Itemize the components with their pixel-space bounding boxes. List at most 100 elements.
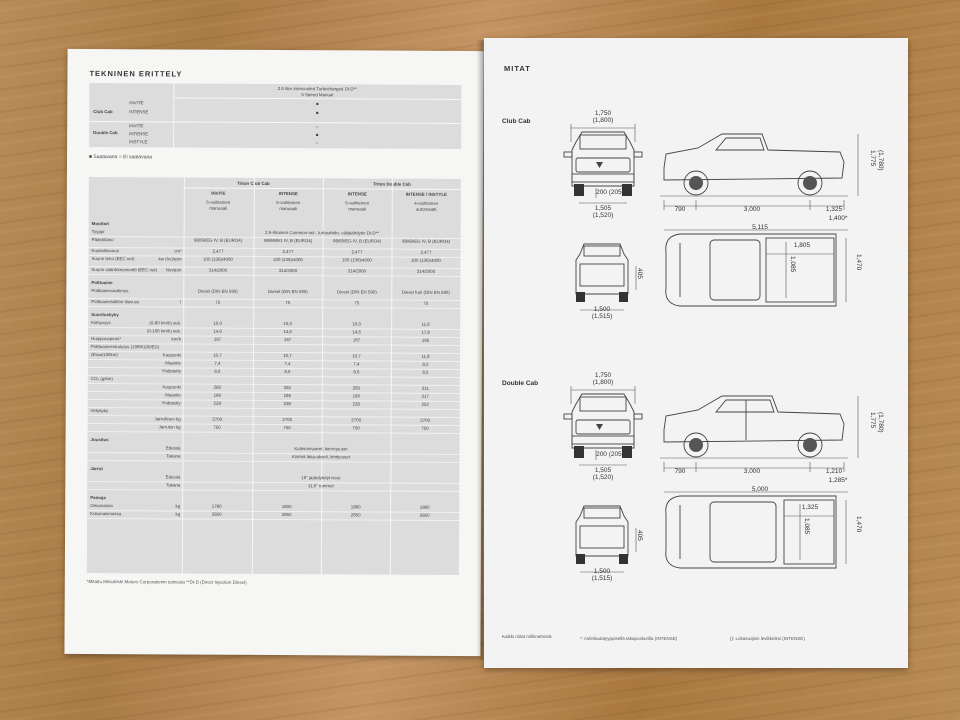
dim-overall-length: 5,000 [751,486,769,493]
row-value: 11,8 [421,353,430,359]
dim-rear-track: 1,500 [593,306,611,313]
club-cab-label: Club Cab [502,118,531,125]
availability-legend: ■ Saatavana ○ Ei saatavana [89,154,153,161]
dim-bed-width: 1,085 [803,518,810,535]
row-value: 98/69/EG IV, B (EURO4) [401,238,451,244]
row-value: 2,477 [212,248,224,254]
column-subheader: 5-vaihteinen [206,199,231,205]
row-value-span: 2.5-litrainen Common-rail , turboahdin, … [265,229,380,236]
column-subheader: 4-vaihteinen [414,200,439,206]
row-value: 314/2000 [416,268,436,274]
row-unit: Kaupunki [162,384,181,390]
row-value: 2850 [350,512,361,518]
column-subheader: 5-vaihteinen [345,200,370,206]
column-header: INTENSE [347,191,367,197]
dim-rear-overhang-alt: 1,400* [828,215,848,222]
row-unit: Edessä [165,445,181,451]
row-unit: Maantie [165,360,181,366]
avail-row-label: INVITE [129,100,144,106]
row-unit: Kaupunki [162,352,181,358]
row-value: 100 (136)/4000 [411,257,441,263]
dim-rear-overhang-alt: 1,285* [828,477,848,484]
row-divider [88,306,461,309]
left-page: TEKNINEN ERITTELY 2.5 litre Intercooled … [64,48,484,657]
avail-mark: ○ [315,124,319,130]
row-value: 2700 [212,416,223,422]
row-unit: Edessä [165,474,181,480]
section-title: Moottori [91,221,110,227]
row-value: 750 [421,425,429,431]
row-value: 75 [285,300,291,306]
dim-width: 1,750 [594,110,612,117]
dim-ground-clearance: 200 (205) [596,451,624,458]
row-label: CO₂ (g/km) [90,376,113,382]
row-value: 167 [213,336,222,342]
row-divider [87,489,460,492]
row-value: 10,7 [352,353,361,359]
avail-mark: ■ [315,110,319,116]
row-value: 98/69/EG IV, B (EURO4) [332,238,382,244]
row-value: 167 [283,337,292,343]
section-title: Painoja [90,495,106,501]
avail-row-label: INTENSE [129,109,149,115]
column-subheader: 5-vaihteinen [276,200,301,206]
dim-wheelbase: 3,000 [743,468,761,475]
row-value: 196 [213,392,221,398]
row-value: 14,6 [283,329,292,335]
row-value: 228 [352,401,360,407]
avail-row-label: INTENSE [129,131,149,137]
dim-wheelbase: 3,000 [743,206,761,213]
page-title: MITAT [504,64,531,73]
column-subheader: manuaali [348,206,367,212]
row-value: 2,477 [420,249,432,255]
avail-group-club: Club Cab [93,109,113,115]
row-value: 100 (136)/4000 [273,256,303,263]
availability-table: 2.5 litre Intercooled Turbocharged DI-D*… [89,83,462,149]
footnote: *Mitattu Mitsubishi Motors Corporationin… [86,579,247,585]
row-value: 2850 [419,512,430,518]
row-value-span: 16" jäähdytetyt levyt [301,475,341,481]
side-view [660,395,859,493]
dim-height: 1,775 [869,150,876,167]
avail-mark: ■ [315,132,319,138]
row-value: 750 [352,425,360,431]
row-value: 750 [283,425,291,431]
dim-width: 1,750 [594,372,612,379]
row-label: Polttoainevaatimus [91,288,129,294]
row-value: 252 [421,401,429,407]
dim-rear-track: 1,500 [593,568,611,575]
dimension-drawing [563,386,859,573]
row-unit: Jarruton kg [158,424,181,430]
row-value: 165 [421,337,430,343]
row-value: 1805 [281,504,292,510]
rear-view [575,243,637,311]
row-unit: Maantie [165,392,181,398]
row-value: 2700 [351,417,362,423]
row-unit: km/h [171,336,182,342]
row-value: 196 [283,393,291,399]
row-value: 1880 [350,504,361,510]
dim-bed-inner-width: 1,470 [855,254,862,271]
row-unit: Yhdistetty [161,400,181,406]
column-subheader: manuaali [209,205,228,211]
row-unit: cm³ [174,248,182,254]
dim-front-overhang: 790 [674,468,686,475]
row-value: 1780 [211,503,222,509]
row-value: 7,4 [214,360,221,366]
row-unit: (0-100 km/h) sek. [146,328,182,334]
row-value: 2850 [211,511,222,517]
row-value: 10,0 [283,321,292,327]
row-unit: Takana [166,482,181,488]
dim-rear-height: 405 [636,268,643,279]
dim-rear-track-alt: (1,515) [591,575,613,582]
dim-bed-width: 1,085 [789,256,796,273]
right-page: MITAT Club Cab 1,750(1,800)200 (205)1,50… [484,38,908,668]
row-value: 11,6 [421,321,430,327]
row-value: Diesel (DIN EN 590) [336,289,377,295]
avail-row-label: INVITE [129,123,144,129]
row-value: 311 [421,385,429,391]
row-value: 8,2 [422,361,429,367]
column-header: INTENSE / INSTYLE [405,191,447,197]
avail-mark: ■ [315,101,319,107]
